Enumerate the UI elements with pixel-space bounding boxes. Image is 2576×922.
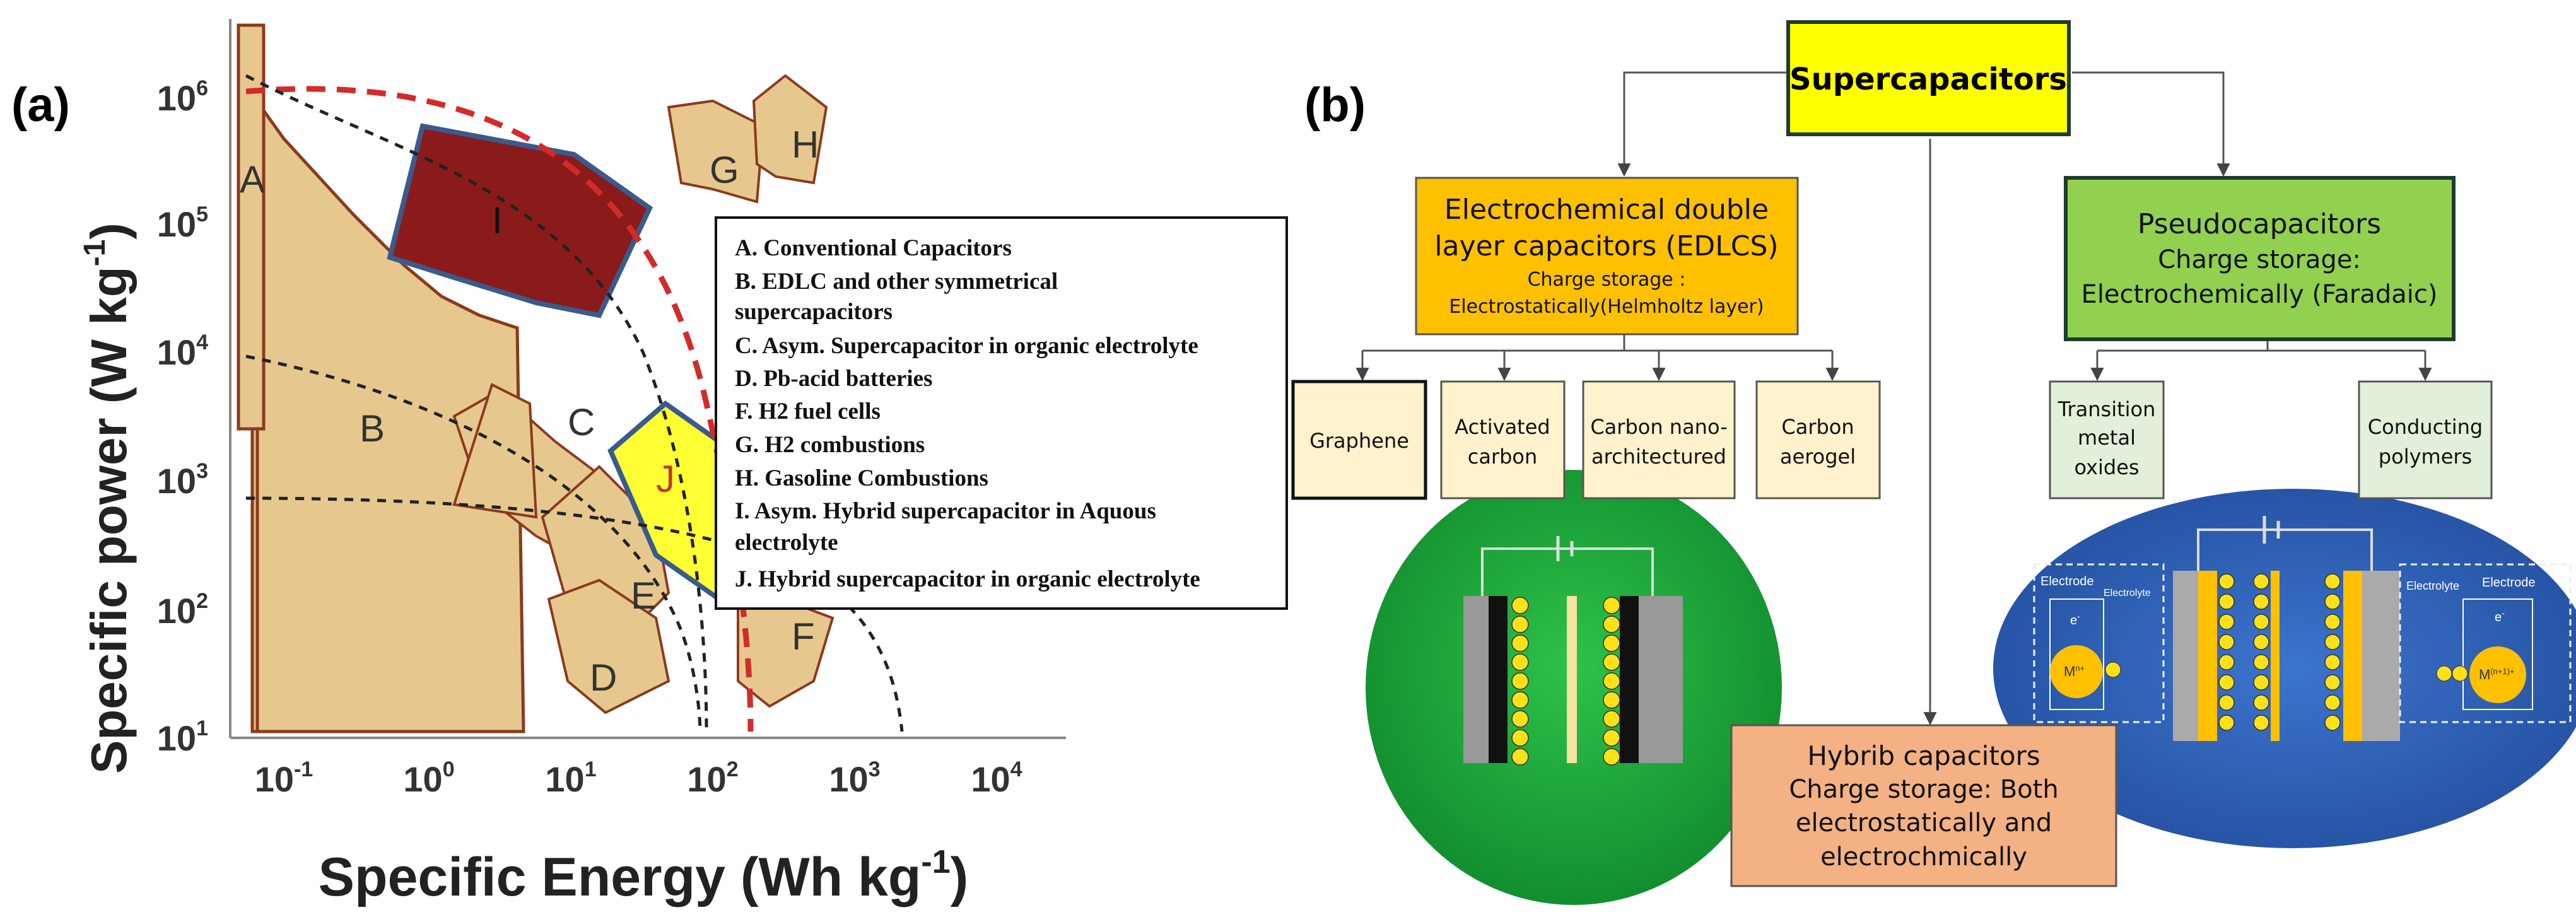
legend-g: G. H2 combustions (735, 432, 925, 458)
y-tick-1e5: 105 (157, 202, 208, 244)
dashed-curve-2 (245, 354, 702, 732)
panel-b: (b) (1291, 20, 2576, 905)
child-graphene: Graphene (1309, 429, 1409, 453)
child-activated-carbon-1: Activated (1455, 415, 1550, 439)
legend-c: C. Asym. Supercapacitor in organic elect… (735, 333, 1198, 359)
y-tick-1e2: 102 (157, 589, 208, 631)
child-transition-3: oxides (2074, 455, 2139, 479)
region-d (547, 578, 670, 715)
inset-right-electrode: Electrode (2482, 576, 2536, 590)
connector-root-pseudo (2072, 71, 2230, 177)
y-tick-1e4: 104 (157, 330, 208, 372)
x-tick-1e2: 102 (687, 757, 738, 799)
legend-d: D. Pb-acid batteries (735, 366, 932, 392)
root-label: Supercapacitors (1789, 62, 2067, 97)
x-tick-1e1: 101 (545, 757, 596, 799)
region-label-b: B (360, 407, 385, 450)
x-tick-1e3: 103 (829, 757, 880, 799)
pseudo-node: Pseudocapacitors Charge storage: Electro… (2064, 176, 2456, 341)
child-carbon-aerogel-1: Carbon (1781, 415, 1854, 439)
child-conducting-1: Conducting (2368, 415, 2483, 439)
pseudo-illustration: Electrode Electrolyte e- Mn+ Electrolyte… (1993, 489, 2576, 848)
region-label-f: F (792, 616, 815, 658)
inset-right-ion: M(n+1)+ (2479, 667, 2515, 682)
region-label-g: G (710, 149, 739, 191)
y-tick-1e6: 106 (157, 76, 208, 118)
ragone-regions (237, 23, 834, 733)
child-transition-1: Transition (2058, 397, 2156, 421)
edlc-illustration (1366, 470, 1782, 905)
legend-i: I. Asym. Hybrid supercapacitor in Aquous (735, 498, 1156, 524)
pseudo-title: Pseudocapacitors (2138, 208, 2381, 240)
child-conducting-2: polymers (2379, 445, 2472, 469)
region-label-h: H (792, 124, 819, 166)
panel-a-label: (a) (11, 78, 70, 132)
edlc-children: Graphene Activated carbon Carbon nano- a… (1291, 380, 1881, 500)
y-tick-1e3: 103 (157, 459, 208, 501)
legend: A. Conventional Capacitors B. EDLC and o… (715, 216, 1288, 610)
edlc-storage-label: Charge storage : (1528, 269, 1686, 291)
child-activated-carbon-2: carbon (1468, 445, 1538, 469)
x-tick-1e4: 104 (971, 757, 1022, 799)
legend-a: A. Conventional Capacitors (735, 235, 1012, 261)
inset-left-electron: e- (2070, 611, 2080, 627)
child-transition-2: metal (2078, 426, 2136, 450)
region-b (250, 90, 525, 733)
panel-b-label: (b) (1304, 78, 1366, 132)
inset-left-electrolyte: Electrolyte (2104, 588, 2151, 598)
hybrid-line-4: electrochmically (1820, 843, 2027, 872)
region-label-d: D (590, 656, 617, 699)
y-axis-label: Specific power (W kg-1) (78, 223, 137, 774)
inset-left-electrode: Electrode (2040, 575, 2094, 588)
child-carbon-aerogel-2: aerogel (1780, 445, 1856, 469)
edlc-title-2: layer capacitors (EDLCS) (1434, 230, 1778, 262)
x-tick-1e0: 100 (403, 757, 454, 799)
child-carbon-nano-1: Carbon nano- (1590, 415, 1727, 439)
edlc-node: Electrochemical double layer capacitors … (1415, 177, 1799, 336)
x-tick-1e-1: 10-1 (255, 757, 313, 799)
hybrid-line-2: Charge storage: Both (1789, 775, 2058, 804)
legend-b: B. EDLC and other symmetrical (735, 269, 1058, 295)
region-a (237, 23, 266, 431)
child-carbon-nano-2: architectured (1591, 445, 1726, 469)
inset-right-electron: e- (2495, 608, 2505, 624)
region-h (752, 74, 828, 185)
pseudo-storage-value: Electrochemically (Faradaic) (2081, 280, 2438, 309)
x-tick-labels: 10-1 100 101 102 103 104 (255, 757, 1022, 799)
legend-f: F. H2 fuel cells (735, 399, 881, 424)
x-axis-label: Specific Energy (Wh kg-1) (319, 844, 969, 907)
inset-right-electrolyte: Electrolyte (2406, 580, 2459, 592)
region-label-i: I (492, 199, 503, 242)
panel-a: (a) Specific power (W kg-1) (11, 19, 1288, 907)
root-node: Supercapacitors (1786, 20, 2071, 136)
region-label-j: J (656, 458, 675, 500)
region-label-a: A (240, 158, 265, 201)
pseudo-children: Transition metal oxides Conducting polym… (2049, 380, 2493, 499)
hybrid-node: Hybrib capacitors Charge storage: Both e… (1730, 724, 2117, 887)
hybrid-line-3: electrostatically and (1796, 808, 2052, 837)
legend-i-cont: electrolyte (735, 530, 838, 556)
dashed-curve-1 (245, 74, 708, 732)
y-tick-labels: 101 102 103 104 105 106 (157, 76, 208, 758)
pseudo-storage-label: Charge storage: (2158, 245, 2361, 274)
edlc-storage-value: Electrostatically(Helmholtz layer) (1449, 296, 1764, 318)
hybrid-title: Hybrib capacitors (1807, 740, 2040, 771)
region-label-c: C (568, 401, 595, 443)
region-label-e: E (631, 575, 656, 617)
legend-b-cont: supercapacitors (735, 299, 893, 325)
dashed-red-curve (245, 86, 754, 732)
svg-text:Specific power (W kg-1): Specific power (W kg-1) (78, 223, 137, 774)
legend-j: J. Hybrid supercapacitor in organic elec… (735, 566, 1200, 592)
connector-root-edlc (1617, 71, 1788, 177)
y-tick-1e1: 101 (157, 716, 208, 758)
region-g (667, 99, 765, 204)
edlc-title-1: Electrochemical double (1444, 194, 1769, 226)
legend-h: H. Gasoline Combustions (735, 465, 988, 491)
inset-left-ion: Mn+ (2064, 663, 2085, 679)
